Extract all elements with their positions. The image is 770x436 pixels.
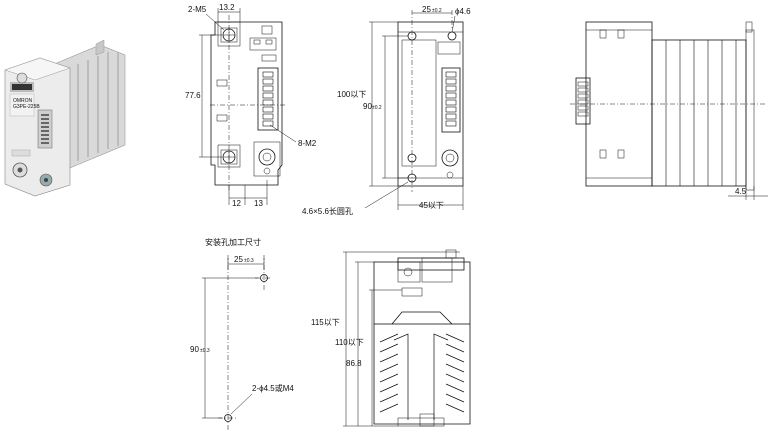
dim-13-2: 13.2	[219, 3, 235, 12]
heatsink-view: 115以下 110以下 86.8	[311, 249, 471, 427]
dim-77-6: 77.6	[185, 91, 201, 100]
dia-4-6: ϕ4.6	[455, 7, 471, 16]
dim-86-8: 86.8	[346, 359, 362, 368]
photo-model-text: G3PE-225B	[13, 104, 40, 110]
dim-13: 13	[254, 199, 263, 208]
dim-110: 110以下	[335, 338, 364, 347]
dim-45: 45以下	[419, 201, 444, 210]
front-view: 13.2 2-M5 77.6 8-M2 12 13	[185, 3, 317, 208]
tol-25-rear: ±0.2	[432, 8, 442, 14]
dim-12: 12	[232, 199, 241, 208]
slot-label: 4.6×5.6长圆孔	[302, 206, 353, 216]
label-8-m2: 8-M2	[298, 139, 317, 148]
product-photo: OMRON G3PE-225B	[4, 39, 126, 197]
dim-115: 115以下	[311, 318, 340, 327]
dim-100: 100以下	[337, 90, 366, 99]
side-view: 4.5	[570, 21, 768, 200]
tol-90-rear: ±0.2	[372, 105, 382, 111]
label-2-m5: 2-M5	[188, 5, 207, 14]
dim-25-mount: 25	[234, 255, 243, 264]
rear-view: 25 ±0.2 ϕ4.6 100以下 90 ±0.2 4.6×5.6长圆孔 45…	[302, 5, 471, 216]
mounting-holes-label: 2-ϕ4.5或M4	[252, 383, 294, 393]
dim-4-5: 4.5	[735, 187, 747, 196]
dim-90-rear: 90	[363, 102, 372, 111]
dim-90-mount: 90	[190, 345, 199, 354]
photo-brand-text: OMRON	[13, 98, 33, 104]
mounting-title: 安装孔加工尺寸	[205, 237, 261, 247]
mounting-hole-drawing: 安装孔加工尺寸 25 ±0.3 90 ±0.3 2-ϕ4.5或M4	[190, 237, 294, 430]
tol-25-mount: ±0.3	[244, 258, 254, 264]
dim-25-rear: 25	[422, 5, 431, 14]
tol-90-mount: ±0.3	[200, 348, 210, 354]
